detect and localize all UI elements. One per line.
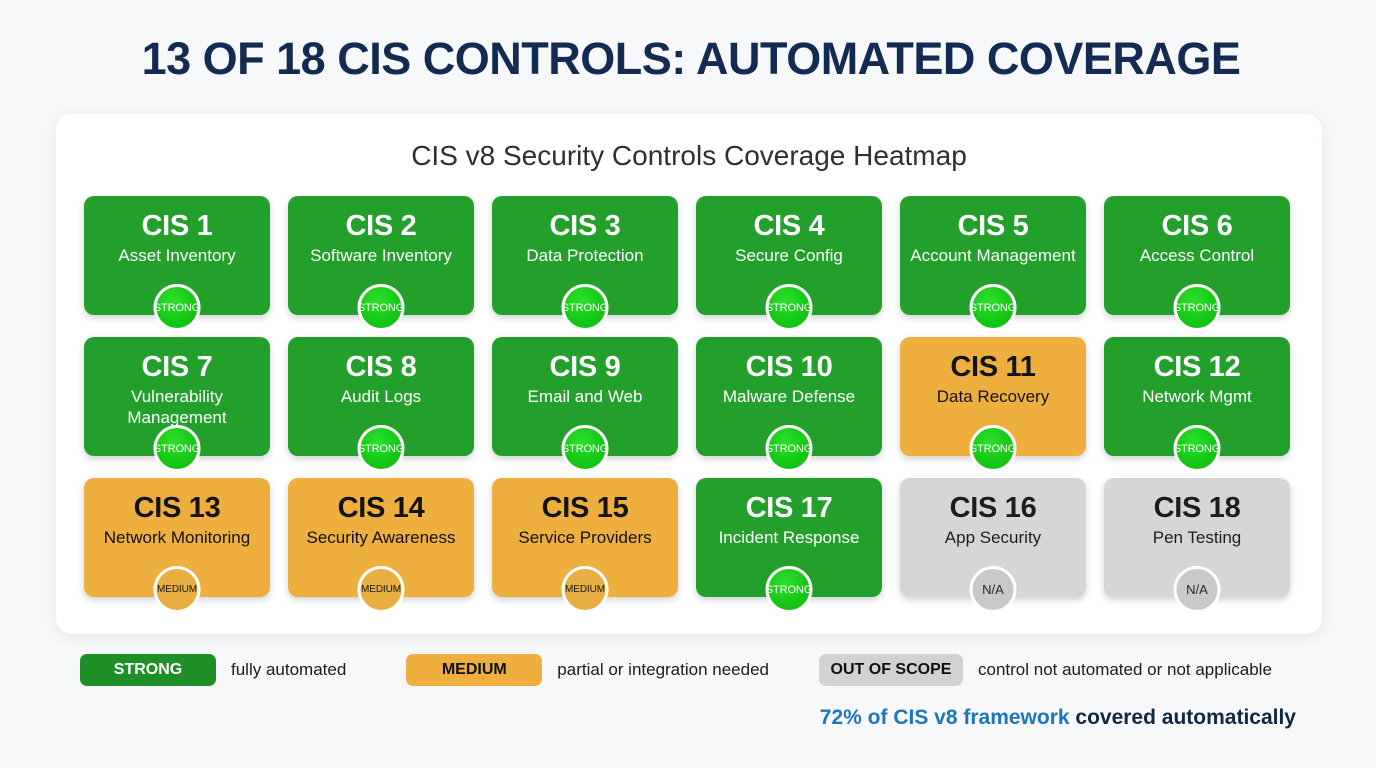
status-badge: STRONG	[969, 425, 1017, 472]
control-name: Email and Web	[527, 387, 643, 406]
control-name: Software Inventory	[310, 246, 452, 265]
control-code: CIS 1	[141, 210, 213, 242]
control-code: CIS 4	[753, 210, 825, 242]
control-name: Network Mgmt	[1142, 387, 1252, 406]
control-name: Network Monitoring	[103, 528, 251, 547]
control-code: CIS 13	[133, 492, 221, 524]
control-name: Audit Logs	[340, 387, 422, 406]
control-code: CIS 18	[1153, 492, 1241, 524]
control-name: Asset Inventory	[118, 246, 236, 265]
legend-description: partial or integration needed	[557, 660, 769, 679]
control-code: CIS 11	[950, 351, 1036, 383]
status-badge: STRONG	[153, 284, 201, 331]
control-name: Secure Config	[735, 246, 843, 265]
status-badge: STRONG	[561, 284, 609, 331]
control-name: Data Protection	[526, 246, 644, 265]
control-code: CIS 2	[345, 210, 417, 242]
page-title: 13 OF 18 CIS CONTROLS: AUTOMATED COVERAG…	[141, 33, 1241, 84]
control-code: CIS 10	[745, 351, 833, 383]
status-badge: STRONG	[969, 284, 1017, 331]
card-heading: CIS v8 Security Controls Coverage Heatma…	[411, 140, 967, 171]
control-name: Service Providers	[518, 528, 652, 547]
control-code: CIS 17	[745, 492, 833, 524]
control-name: Account Management	[910, 246, 1076, 265]
control-code: CIS 15	[541, 492, 629, 524]
legend-item: MEDIUM partial or integration needed	[346, 654, 769, 686]
control-name: Data Recovery	[936, 387, 1050, 406]
legend-description: control not automated or not applicable	[978, 660, 1272, 679]
control-code: CIS 3	[549, 210, 621, 242]
control-code: CIS 16	[949, 492, 1037, 524]
control-name: App Security	[944, 528, 1042, 547]
control-name: Malware Defense	[722, 387, 856, 406]
control-code: CIS 6	[1161, 210, 1233, 242]
status-badge: STRONG	[1173, 284, 1221, 331]
status-badge: N/A	[1173, 566, 1221, 613]
status-badge: STRONG	[357, 425, 405, 472]
coverage-percent: 72% of CIS v8 framework	[819, 706, 1070, 729]
status-badge: N/A	[969, 566, 1017, 613]
control-code: CIS 7	[141, 351, 213, 383]
legend-item: OUT OF SCOPE control not automated or not…	[769, 654, 1272, 686]
legend-pill: OUT OF SCOPE	[819, 654, 963, 686]
legend-item: STRONG fully automated	[80, 654, 346, 686]
control-name: Pen Testing	[1152, 528, 1242, 547]
coverage-suffix: covered automatically	[1069, 706, 1296, 729]
control-code: CIS 9	[549, 351, 621, 383]
control-name: Incident Response	[718, 528, 860, 547]
control-code: CIS 8	[345, 351, 417, 383]
control-name: Access Control	[1139, 246, 1255, 265]
control-code: CIS 5	[957, 210, 1029, 242]
legend: STRONG fully automated MEDIUM partial or in…	[80, 654, 1272, 686]
status-badge: STRONG	[765, 284, 813, 331]
control-name: Vulnerability Management	[127, 387, 227, 427]
legend-pill: MEDIUM	[406, 654, 543, 686]
status-badge: MEDIUM	[561, 566, 609, 613]
legend-pill: STRONG	[80, 654, 216, 686]
coverage-summary: 72% of CIS v8 framework covered automati…	[820, 706, 1296, 730]
control-code: CIS 14	[337, 492, 425, 524]
status-badge: STRONG	[357, 284, 405, 331]
status-badge: STRONG	[153, 425, 201, 472]
status-badge: STRONG	[561, 425, 609, 472]
status-badge: STRONG	[765, 425, 813, 472]
heatmap-card: CIS v8 Security Controls Coverage Heatma…	[56, 114, 1322, 634]
status-badge: MEDIUM	[357, 566, 405, 613]
status-badge: STRONG	[765, 566, 813, 613]
status-badge: STRONG	[1173, 425, 1221, 472]
control-code: CIS 12	[1153, 351, 1241, 383]
control-name: Security Awareness	[306, 528, 456, 547]
legend-description: fully automated	[231, 660, 347, 679]
status-badge: MEDIUM	[153, 566, 201, 613]
